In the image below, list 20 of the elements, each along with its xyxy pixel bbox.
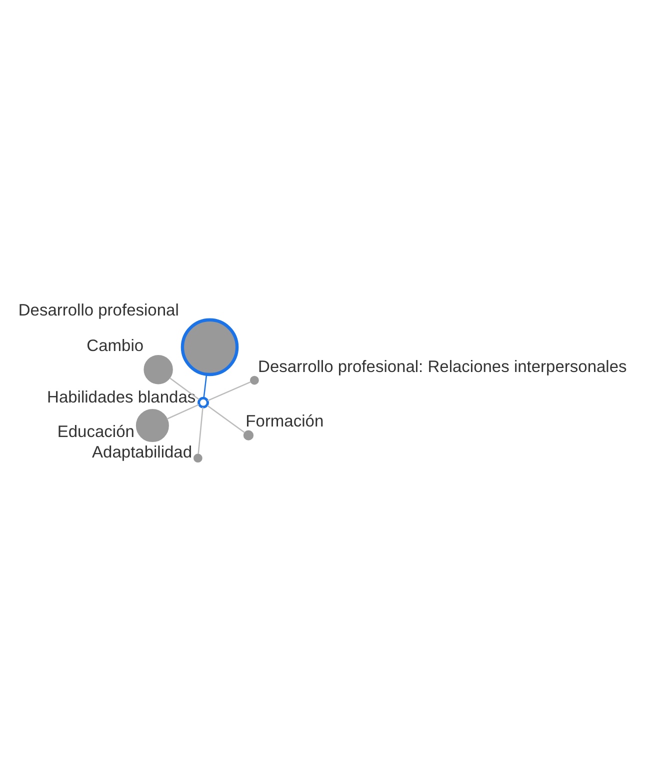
- node-label: Cambio: [86, 337, 144, 356]
- node-label: Formación: [246, 412, 324, 430]
- node-circle: [136, 409, 169, 442]
- node-circle: [180, 318, 239, 376]
- node-circle: [193, 454, 202, 463]
- node-label: Desarrollo profesional: [18, 301, 179, 320]
- connector: [207, 405, 246, 434]
- node-label: Adaptabilidad: [92, 443, 192, 462]
- connector: [198, 407, 204, 454]
- node-circle: [250, 376, 259, 385]
- node-label: Desarrollo profesional: Relaciones interpersonales: [258, 358, 627, 376]
- connector: [169, 377, 200, 400]
- node-circle: [243, 430, 254, 440]
- connector: [207, 381, 251, 402]
- connector: [203, 374, 208, 398]
- connector: [166, 404, 200, 420]
- node-label: Habilidades blandas: [47, 388, 196, 406]
- node-circle: [144, 354, 173, 384]
- node-circle: [198, 396, 209, 408]
- node-label: Educación: [57, 422, 134, 441]
